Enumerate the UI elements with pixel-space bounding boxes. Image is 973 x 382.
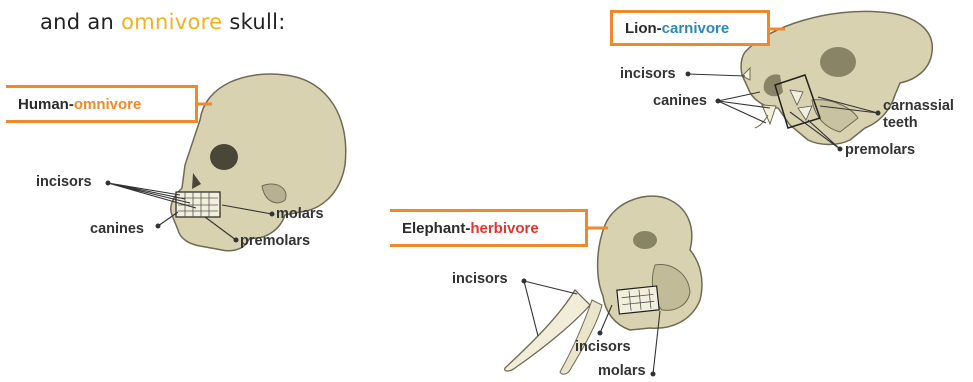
lion-carnassial-label: carnassial	[883, 98, 954, 114]
human-title-tag: Human - omnivore	[6, 85, 198, 123]
lion-incisors-label: incisors	[620, 66, 676, 82]
elephant-molars-label: molars	[598, 363, 646, 379]
human-canines-label: canines	[90, 221, 144, 237]
human-premolars-label: premolars	[240, 233, 310, 249]
elephant-incisors-lower-label: incisors	[575, 339, 631, 355]
lion-name: Lion	[625, 20, 657, 37]
human-diet: omnivore	[74, 96, 142, 113]
elephant-diet: herbivore	[470, 220, 538, 237]
lion-title-tag: Lion - carnivore	[610, 10, 770, 46]
human-molars-label: molars	[276, 206, 324, 222]
elephant-name: Elephant	[402, 220, 465, 237]
human-incisors-label: incisors	[36, 174, 92, 190]
human-name: Human	[18, 96, 69, 113]
elephant-title-tag: Elephant - herbivore	[390, 209, 588, 247]
lion-canines-label: canines	[653, 93, 707, 109]
elephant-incisors-upper-label: incisors	[452, 271, 508, 287]
lion-premolars-label: premolars	[845, 142, 915, 158]
lion-teeth-label: teeth	[883, 115, 918, 131]
lion-diet: carnivore	[662, 20, 730, 37]
